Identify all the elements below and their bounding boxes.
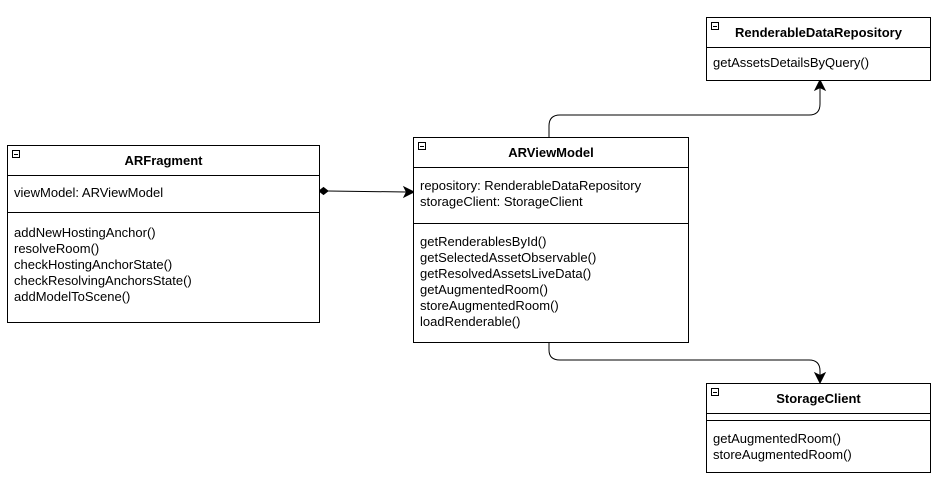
- class-name: ARViewModel: [508, 145, 594, 160]
- collapse-icon[interactable]: [418, 142, 426, 150]
- attributes-section: viewModel: ARViewModel: [8, 176, 319, 213]
- attributes-section: [707, 414, 930, 421]
- method: getResolvedAssetsLiveData(): [420, 266, 592, 281]
- class-header-arfragment: ARFragment: [8, 146, 319, 176]
- attribute: storageClient: StorageClient: [420, 194, 583, 209]
- methods-section: addNewHostingAnchor() resolveRoom() chec…: [8, 213, 319, 305]
- methods-section: getRenderablesById() getSelectedAssetObs…: [414, 224, 688, 330]
- methods-section: getAugmentedRoom() storeAugmentedRoom(): [707, 421, 930, 463]
- method: getAugmentedRoom(): [713, 431, 841, 446]
- method: storeAugmentedRoom(): [420, 298, 559, 313]
- attribute: repository: RenderableDataRepository: [420, 178, 642, 193]
- class-box-storageclient[interactable]: StorageClient getAugmentedRoom() storeAu…: [706, 383, 931, 473]
- method: loadRenderable(): [420, 314, 521, 329]
- method: getSelectedAssetObservable(): [420, 250, 597, 265]
- class-header-arviewmodel: ARViewModel: [414, 138, 688, 168]
- method: getAssetsDetailsByQuery(): [713, 55, 870, 70]
- class-box-arfragment[interactable]: ARFragment viewModel: ARViewModel addNew…: [7, 145, 320, 323]
- composition-arrowhead: [402, 185, 416, 199]
- storageclient-edge: [548, 342, 821, 375]
- class-box-arviewmodel[interactable]: ARViewModel repository: RenderableDataRe…: [413, 137, 689, 343]
- method: checkHostingAnchorState(): [14, 257, 173, 272]
- class-header-storageclient: StorageClient: [707, 384, 930, 414]
- class-name: RenderableDataRepository: [735, 25, 902, 40]
- method: checkResolvingAnchorsState(): [14, 273, 192, 288]
- collapse-icon[interactable]: [711, 22, 719, 30]
- repository-edge: [548, 88, 821, 137]
- method: getRenderablesById(): [420, 234, 547, 249]
- method: storeAugmentedRoom(): [713, 447, 852, 462]
- class-box-renderabledatarepository[interactable]: RenderableDataRepository getAssetsDetail…: [706, 17, 931, 81]
- class-name: ARFragment: [124, 153, 203, 168]
- attribute: viewModel: ARViewModel: [14, 185, 164, 200]
- class-name: StorageClient: [776, 391, 861, 406]
- attributes-section: repository: RenderableDataRepository sto…: [414, 168, 688, 224]
- methods-section: getAssetsDetailsByQuery(): [707, 48, 930, 71]
- method: getAugmentedRoom(): [420, 282, 548, 297]
- method: addModelToScene(): [14, 289, 131, 304]
- collapse-icon[interactable]: [12, 150, 20, 158]
- method: resolveRoom(): [14, 241, 100, 256]
- composition-diamond: [318, 186, 329, 196]
- class-header-renderabledatarepository: RenderableDataRepository: [707, 18, 930, 48]
- method: addNewHostingAnchor(): [14, 225, 156, 240]
- composition-edge: [327, 190, 407, 193]
- repository-arrowhead: [813, 78, 827, 92]
- storageclient-arrowhead: [813, 371, 827, 385]
- collapse-icon[interactable]: [711, 388, 719, 396]
